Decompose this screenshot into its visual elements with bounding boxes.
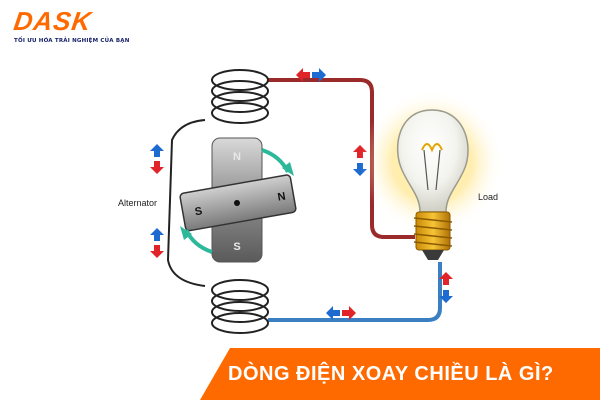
upper-coil <box>211 69 269 124</box>
rotor-magnet: S N <box>179 174 297 232</box>
rotation-arrow-bottom-icon <box>180 226 213 254</box>
title-banner-text: DÒNG ĐIỆN XOAY CHIỀU LÀ GÌ? <box>228 362 554 385</box>
stator-south-label: S <box>233 241 240 253</box>
stator-north-label: N <box>233 151 241 163</box>
rotation-arrow-top-icon <box>261 148 294 176</box>
lower-coil <box>211 279 269 334</box>
current-arrows-bottom-wire-icon <box>326 306 356 320</box>
alternator-label: Alternator <box>118 198 157 208</box>
bottom-wire <box>268 262 442 322</box>
current-arrows-bulb-lead-icon <box>439 272 453 303</box>
rotor-south-label: S <box>194 205 203 218</box>
alternator-loop-wire <box>166 119 206 287</box>
load-label: Load <box>478 192 498 202</box>
current-arrows-left-upper-icon <box>150 144 164 174</box>
current-arrows-left-lower-icon <box>150 228 164 258</box>
current-arrows-right-wire-icon <box>353 145 367 176</box>
title-banner <box>200 348 600 400</box>
rotor-north-label: N <box>277 191 287 204</box>
brand-name: DASK <box>11 6 94 36</box>
brand-logo[interactable]: DASK TỐI ƯU HÓA TRẢI NGHIỆM CỦA BẠN <box>11 6 164 58</box>
light-bulb-icon <box>360 90 504 260</box>
brand-tagline: TỐI ƯU HÓA TRẢI NGHIỆM CỦA BẠN <box>14 38 130 44</box>
current-arrows-top-wire-icon <box>296 68 326 82</box>
